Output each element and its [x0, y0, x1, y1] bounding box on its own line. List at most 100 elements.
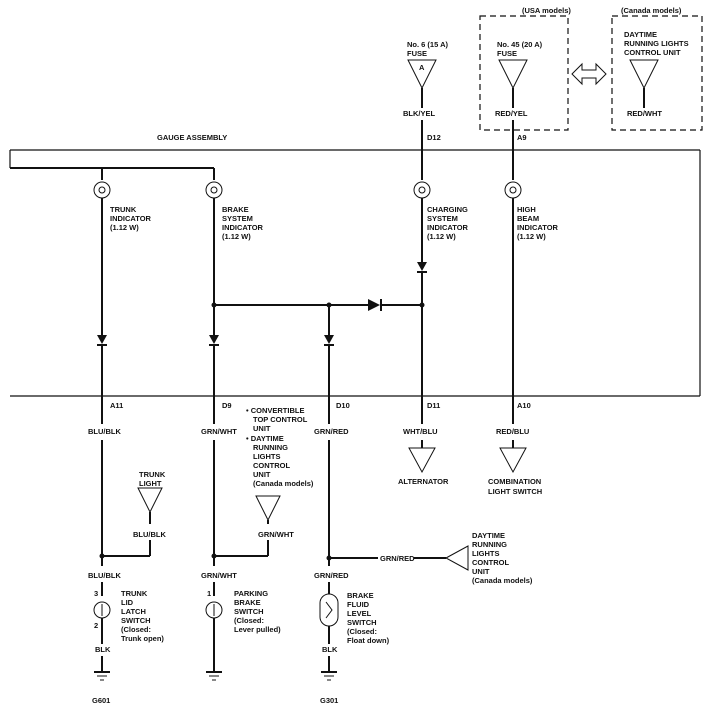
- usa-models-box: (USA models): [479, 6, 571, 131]
- brake-diode-icon: [209, 335, 219, 344]
- pin-d9: D9: [222, 401, 232, 410]
- gauge-assembly: GAUGE ASSEMBLY: [9, 133, 701, 397]
- svg-text:Float down): Float down): [347, 636, 390, 645]
- svg-text:SWITCH: SWITCH: [121, 616, 151, 625]
- high-beam-bulb-icon: [504, 181, 522, 199]
- svg-text:GRN/WHT: GRN/WHT: [201, 571, 237, 580]
- pin-a11: A11: [110, 401, 123, 410]
- fluid-diode-icon: [324, 335, 334, 344]
- svg-text:(Canada models): (Canada models): [253, 479, 314, 488]
- trunk-light-icon: [137, 487, 163, 514]
- svg-text:TRUNK: TRUNK: [121, 589, 148, 598]
- charging-system-indicator: CHARGING SYSTEM INDICATOR (1.12 W): [413, 150, 469, 396]
- d9-load-icon: [255, 495, 281, 522]
- brake-indicator-bulb-icon: [205, 181, 223, 199]
- pin-a10: A10: [517, 401, 531, 410]
- usa-models-label: (USA models): [522, 6, 571, 15]
- svg-text:• DAYTIME: • DAYTIME: [246, 434, 284, 443]
- svg-text:BRAKE: BRAKE: [222, 205, 249, 214]
- trunk-circuit: BLU/BLK BLU/BLK TRUNK LIGHT BLU/BLK 3 2 …: [88, 396, 166, 705]
- svg-text:BRAKE: BRAKE: [234, 598, 261, 607]
- wire-label-blu-blk: BLU/BLK: [88, 427, 121, 436]
- svg-text:LIGHT: LIGHT: [139, 479, 162, 488]
- svg-text:FLUID: FLUID: [347, 600, 370, 609]
- model-exchange-arrow: [571, 62, 607, 86]
- svg-text:Lever pulled): Lever pulled): [234, 625, 281, 634]
- brake-fluid-switch-icon: [319, 593, 339, 627]
- fuse-6-symbol: [407, 59, 437, 90]
- svg-text:(Closed:: (Closed:: [121, 625, 151, 634]
- svg-text:SWITCH: SWITCH: [347, 618, 377, 627]
- svg-text:No. 6 (15 A): No. 6 (15 A): [407, 40, 448, 49]
- svg-text:2: 2: [94, 621, 98, 630]
- wire-label-red-wht: RED/WHT: [627, 109, 662, 118]
- trunk-indicator: TRUNK INDICATOR (1.12 W): [93, 181, 152, 396]
- svg-text:UNIT: UNIT: [472, 567, 490, 576]
- alternator-label: ALTERNATOR: [398, 477, 449, 486]
- alternator-icon: [408, 447, 436, 474]
- svg-text:LID: LID: [121, 598, 134, 607]
- ground-g301-label: G301: [320, 696, 338, 705]
- svg-text:CONTROL UNIT: CONTROL UNIT: [624, 48, 681, 57]
- wire-label-grn-red: GRN/RED: [314, 427, 349, 436]
- canada-models-box: (Canada models): [611, 6, 703, 131]
- svg-text:PARKING: PARKING: [234, 589, 268, 598]
- svg-text:SYSTEM: SYSTEM: [222, 214, 253, 223]
- combination-switch-icon: [499, 447, 527, 474]
- charging-indicator-bulb-icon: [413, 181, 431, 199]
- svg-text:(1.12 W): (1.12 W): [110, 223, 139, 232]
- svg-text:(1.12 W): (1.12 W): [427, 232, 456, 241]
- wire-label-red-yel: RED/YEL: [495, 109, 528, 118]
- charging-diode-icon: [417, 262, 427, 271]
- svg-text:RUNNING: RUNNING: [472, 540, 507, 549]
- svg-text:SWITCH: SWITCH: [234, 607, 264, 616]
- fuse-6-source: No. 6 (15 A) FUSE A BLK/YEL D12: [403, 40, 448, 150]
- svg-text:LIGHTS: LIGHTS: [472, 549, 500, 558]
- svg-text:HIGH: HIGH: [517, 205, 536, 214]
- combination-switch-label: COMBINATION: [488, 477, 541, 486]
- alternator-circuit: WHT/BLU ALTERNATOR: [398, 396, 449, 486]
- svg-text:LEVEL: LEVEL: [347, 609, 372, 618]
- drl-right-label: DAYTIME: [472, 531, 505, 540]
- svg-text:DAYTIME: DAYTIME: [624, 30, 657, 39]
- svg-text:GRN/RED: GRN/RED: [314, 571, 349, 580]
- svg-text:INDICATOR: INDICATOR: [222, 223, 264, 232]
- canada-models-label: (Canada models): [621, 6, 682, 15]
- svg-text:LIGHTS: LIGHTS: [253, 452, 281, 461]
- svg-text:CHARGING: CHARGING: [427, 205, 468, 214]
- svg-text:FUSE: FUSE: [407, 49, 427, 58]
- svg-text:(Canada models): (Canada models): [472, 576, 533, 585]
- brake-system-indicator: BRAKE SYSTEM INDICATOR (1.12 W): [205, 181, 264, 396]
- parking-brake-circuit: GRN/WHT GRN/WHT • CONVERTIBLE TOP CONTRO…: [201, 396, 314, 681]
- fuse-45-source: No. 45 (20 A) FUSE RED/YEL A9: [495, 40, 543, 150]
- svg-text:Trunk open): Trunk open): [121, 634, 164, 643]
- ground-g601-label: G601: [92, 696, 110, 705]
- pin-d11: D11: [427, 401, 440, 410]
- wire-label-grn-wht: GRN/WHT: [201, 427, 237, 436]
- wire-label-wht-blu: WHT/BLU: [403, 427, 438, 436]
- svg-text:CONTROL: CONTROL: [472, 558, 509, 567]
- svg-text:3: 3: [94, 589, 98, 598]
- svg-text:LATCH: LATCH: [121, 607, 146, 616]
- brake-fluid-circuit: GRN/RED GRN/RED DAYTIME RUNNING LIGHTS C…: [314, 396, 533, 705]
- svg-text:(1.12 W): (1.12 W): [517, 232, 546, 241]
- combination-switch-circuit: RED/BLU COMBINATION LIGHT SWITCH: [488, 396, 542, 496]
- drl-control-unit-top: DAYTIME RUNNING LIGHTS CONTROL UNIT RED/…: [624, 30, 689, 118]
- svg-text:TRUNK: TRUNK: [110, 205, 137, 214]
- svg-text:No. 45 (20 A): No. 45 (20 A): [497, 40, 543, 49]
- pin-a9: A9: [517, 133, 527, 142]
- svg-text:LIGHT SWITCH: LIGHT SWITCH: [488, 487, 542, 496]
- svg-text:CONTROL: CONTROL: [253, 461, 290, 470]
- pin-d10: D10: [336, 401, 350, 410]
- svg-text:BLU/BLK: BLU/BLK: [88, 571, 121, 580]
- svg-text:(Closed:: (Closed:: [347, 627, 377, 636]
- svg-text:RUNNING LIGHTS: RUNNING LIGHTS: [624, 39, 689, 48]
- svg-text:UNIT: UNIT: [253, 470, 271, 479]
- fuse-45-symbol: [498, 59, 528, 90]
- svg-text:TOP CONTROL: TOP CONTROL: [253, 415, 308, 424]
- high-beam-indicator: HIGH BEAM INDICATOR (1.12 W): [504, 150, 559, 396]
- svg-text:GRN/RED: GRN/RED: [380, 554, 415, 563]
- svg-text:BEAM: BEAM: [517, 214, 539, 223]
- svg-text:BRAKE: BRAKE: [347, 591, 374, 600]
